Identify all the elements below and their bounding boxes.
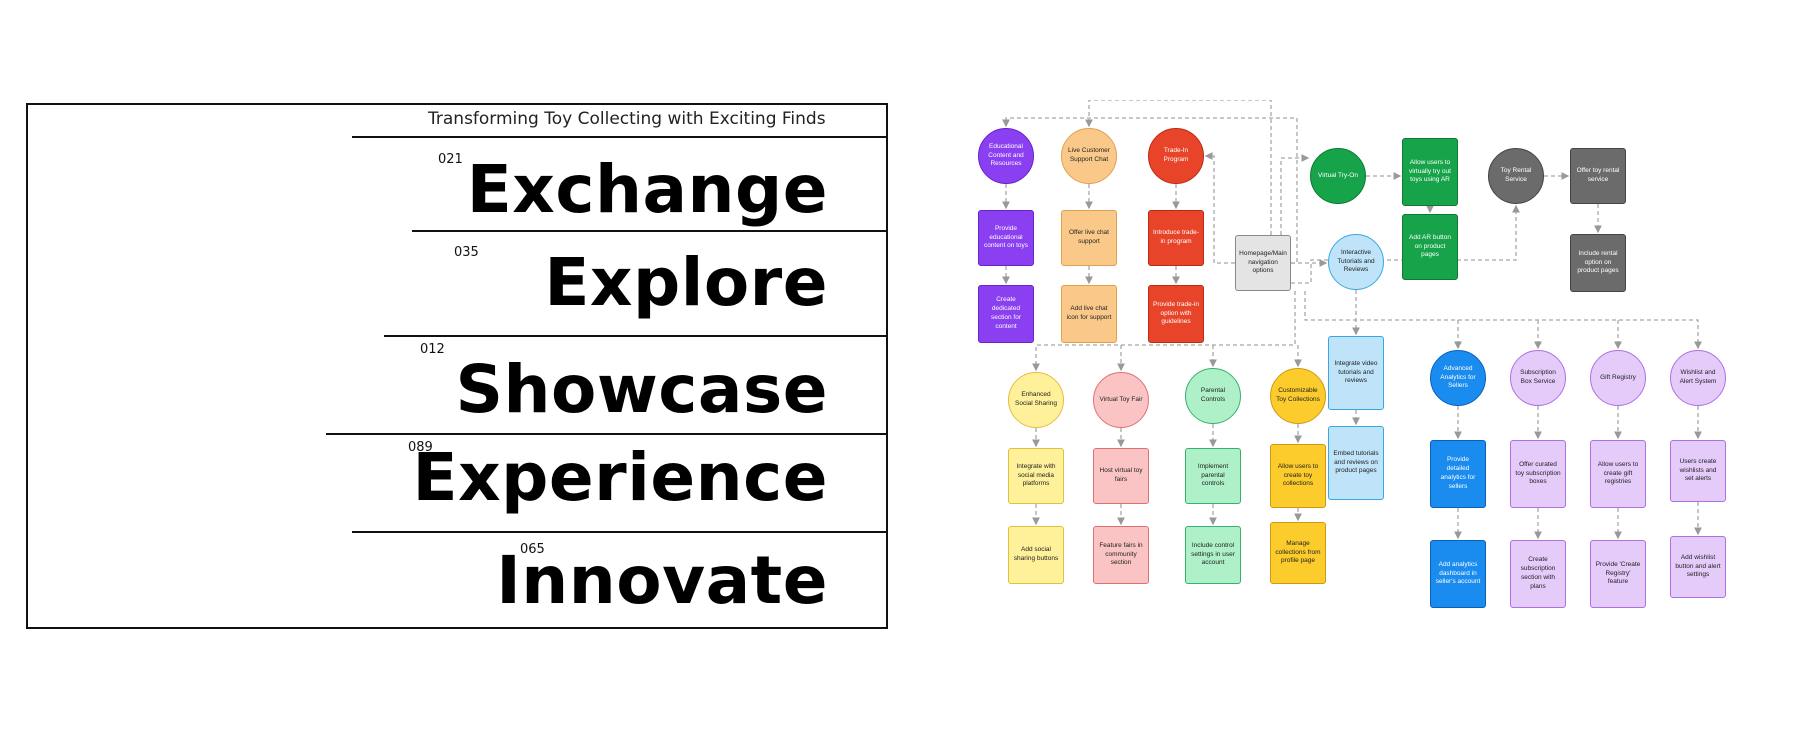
diagram-node-trade-2: Provide trade-in option with guidelines — [1148, 285, 1204, 343]
diagram-node-parental-1: Implement parental controls — [1185, 448, 1241, 504]
diagram-node-tutorials-1: Integrate video tutorials and reviews — [1328, 336, 1384, 410]
diagram-node-chat: Live Customer Support Chat — [1061, 128, 1117, 184]
diagram-node-educational-1: Provide educational content on toys — [978, 210, 1034, 266]
divider — [352, 136, 888, 138]
diagram-node-tutorials-2: Embed tutorials and reviews on product p… — [1328, 426, 1384, 500]
diagram-node-home: Homepage/Main navigation options — [1235, 235, 1291, 291]
diagram-node-educational-2: Create dedicated section for content — [978, 285, 1034, 343]
connector-layer — [1002, 100, 1702, 540]
diagram-node-chat-1: Offer live chat support — [1061, 210, 1117, 266]
diagram-node-fair-2: Feature fairs in community section — [1093, 526, 1149, 584]
diagram-node-wishlist-2: Add wishlist button and alert settings — [1670, 536, 1726, 598]
row-code: 012 — [420, 342, 445, 357]
diagram-node-rental-2: Include rental option on product pages — [1570, 234, 1626, 292]
diagram-node-tryon-2: Add AR button on product pages — [1402, 214, 1458, 280]
connector-arrow — [1204, 152, 1235, 264]
diagram-node-analytics-2: Add analytics dashboard in seller's acco… — [1430, 540, 1486, 608]
connector-arrow — [1085, 100, 1272, 235]
row-code: 089 — [408, 440, 433, 455]
row-code: 065 — [520, 542, 545, 557]
row-word: Innovate — [496, 542, 828, 619]
diagram-node-fair: Virtual Toy Fair — [1093, 372, 1149, 428]
diagram-node-custom-2: Manage collections from profile page — [1270, 522, 1326, 584]
connector-arrow — [1291, 204, 1520, 284]
diagram-node-analytics: Advanced Analytics for Sellers — [1430, 350, 1486, 406]
diagram-node-trade: Trade-In Program — [1148, 128, 1204, 184]
diagram-node-social-1: Integrate with social media platforms — [1008, 448, 1064, 504]
divider — [384, 335, 888, 337]
diagram-node-gift-1: Allow users to create gift registries — [1590, 440, 1646, 508]
diagram-node-subscription: Subscription Box Service — [1510, 350, 1566, 406]
diagram-node-chat-2: Add live chat icon for support — [1061, 285, 1117, 343]
diagram-node-trade-1: Introduce trade-in program — [1148, 210, 1204, 266]
connector-arrow — [1280, 154, 1310, 235]
diagram-node-rental: Toy Rental Service — [1488, 148, 1544, 204]
diagram-node-fair-1: Host virtual toy fairs — [1093, 448, 1149, 504]
row-word: Explore — [544, 244, 828, 321]
diagram-node-social-2: Add social sharing buttons — [1008, 526, 1064, 584]
diagram-node-wishlist: Wishlist and Alert System — [1670, 350, 1726, 406]
diagram-node-gift: Gift Registry — [1590, 350, 1646, 406]
diagram-node-parental: Parental Controls — [1185, 368, 1241, 424]
divider — [326, 433, 888, 435]
connector-arrow — [1304, 291, 1702, 350]
diagram-node-parental-2: Include control settings in user account — [1185, 526, 1241, 584]
row-code: 035 — [454, 245, 479, 260]
diagram-node-subscription-1: Offer curated toy subscription boxes — [1510, 440, 1566, 508]
diagram-node-subscription-2: Create subscription section with plans — [1510, 540, 1566, 608]
diagram-node-rental-1: Offer toy rental service — [1570, 148, 1626, 204]
connector-arrow — [1032, 291, 1296, 372]
divider — [352, 531, 888, 533]
row-word: Showcase — [455, 351, 828, 428]
diagram-node-tryon-1: Allow users to virtually try out toys us… — [1402, 138, 1458, 206]
diagram-node-social: Enhanced Social Sharing — [1008, 372, 1064, 428]
diagram-node-tryon: Virtual Try-On — [1310, 148, 1366, 204]
diagram-node-custom: Customizable Toy Collections — [1270, 368, 1326, 424]
diagram-node-analytics-1: Provide detailed analytics for sellers — [1430, 440, 1486, 508]
diagram-node-educational: Educational Content and Resources — [978, 128, 1034, 184]
diagram-node-gift-2: Provide 'Create Registry' feature — [1590, 540, 1646, 608]
card-title: Transforming Toy Collecting with Excitin… — [428, 109, 826, 129]
row-word: Experience — [412, 439, 828, 516]
diagram-node-tutorials: Interactive Tutorials and Reviews — [1328, 234, 1384, 290]
diagram-node-wishlist-1: Users create wishlists and set alerts — [1670, 440, 1726, 502]
row-word: Exchange — [466, 151, 828, 228]
connector-arrow — [1002, 117, 1298, 264]
feature-card: Transforming Toy Collecting with Excitin… — [26, 103, 888, 629]
diagram-node-custom-1: Allow users to create toy collections — [1270, 444, 1326, 508]
row-code: 021 — [438, 152, 463, 167]
divider — [412, 230, 888, 232]
